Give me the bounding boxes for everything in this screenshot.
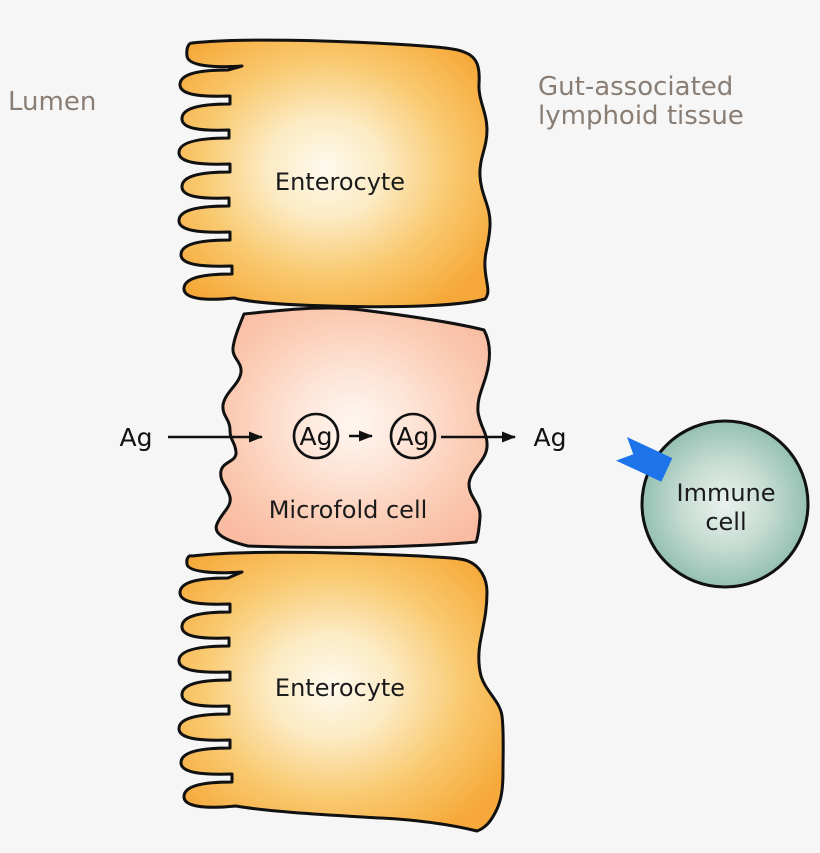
antigen-vesicle-2	[389, 412, 437, 460]
microfold-cell-label: Microfold cell	[269, 496, 428, 524]
galt-region-label-line1: Gut-associated	[538, 72, 733, 102]
antigen-label-vesicle-2: Ag	[397, 422, 430, 451]
antigen-vesicle-1	[292, 412, 340, 460]
antigen-label-lumen: Ag	[120, 423, 153, 452]
enterocyte-bottom-cell	[177, 550, 505, 833]
galt-region-label-line2: lymphoid tissue	[538, 101, 744, 131]
antigen-label-vesicle-1: Ag	[300, 422, 333, 451]
antigen-label-released: Ag	[534, 423, 567, 452]
immune-cell-label-line2: cell	[705, 508, 746, 536]
microfold-cell	[214, 306, 491, 549]
enterocyte-top-cell	[177, 38, 492, 309]
immune-cell	[640, 419, 810, 589]
enterocyte-bottom-label: Enterocyte	[275, 674, 405, 702]
immune-cell-label-line1: Immune	[676, 479, 775, 507]
antigen-receptor-icon	[616, 437, 673, 482]
enterocyte-top-label: Enterocyte	[275, 168, 405, 196]
lumen-region-label: Lumen	[8, 87, 96, 117]
